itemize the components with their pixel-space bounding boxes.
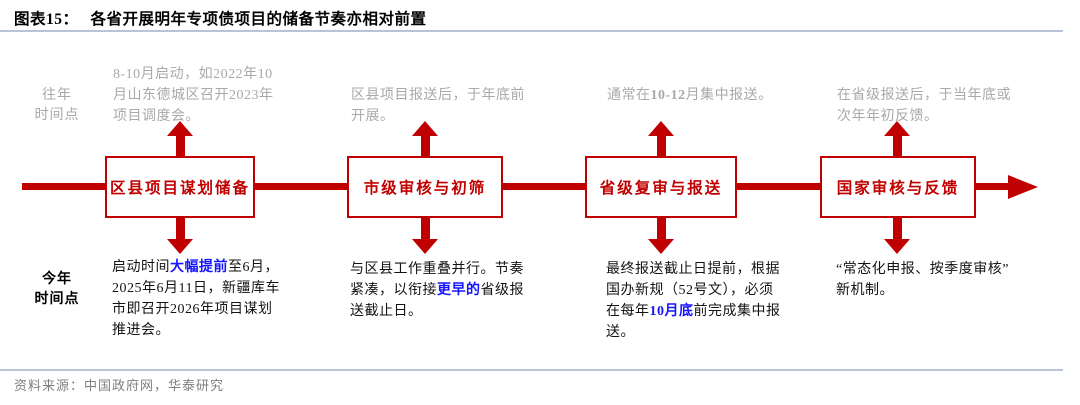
stage-3-label: 省级复审与报送 [599,180,723,197]
stage-2-current-note: 与区县工作重叠并行。节奏紧凑，以衔接更早的省级报送截止日。 [350,262,524,319]
stage-3-box: 省级复审与报送 [585,156,737,218]
stage-4-box: 国家审核与反馈 [820,156,976,218]
stage-2-label: 市级审核与初筛 [363,180,487,197]
stage-1-box: 区县项目谋划储备 [105,156,255,218]
stage-3-down-arrow-icon [648,217,674,254]
source-note: 资料来源：中国政府网，华泰研究 [14,378,225,393]
timeline-line [22,183,1012,190]
stage-3-up-arrow-icon [648,121,674,158]
stage-2-down-arrow-icon [412,217,438,254]
figure-title: 图表15： 各省开展明年专项债项目的储备节奏亦相对前置 [14,7,427,29]
title-divider [0,30,1063,32]
stage-1-down-arrow-icon [167,217,193,254]
timeline-arrowhead-icon [1008,175,1038,199]
stage-3-past-note: 通常在10-12月集中报送。 [607,88,773,103]
stage-4-current-note: “常态化申报、按季度审核” 新机制。 [836,262,1009,298]
stage-3-current-note: 最终报送截止日提前，根据国办新规（52号文），必须在每年10月底前完成集中报送。 [606,262,781,340]
stage-1-past-note: 8-10月启动，如2022年10月山东德城区召开2023年项目调度会。 [113,67,274,124]
stage-1-label: 区县项目谋划储备 [109,180,250,197]
stage-2-up-arrow-icon [412,121,438,158]
figure-number: 图表15： [14,11,79,28]
stage-4-up-arrow-icon [884,121,910,158]
stage-1-up-arrow-icon [167,121,193,158]
stage-4-past-note: 在省级报送后，于当年底或次年年初反馈。 [837,88,1011,124]
stage-4-label: 国家审核与反馈 [836,180,960,197]
stage-1-current-note: 启动时间大幅提前至6月，2025年6月11日，新疆库车市即召开2026年项目谋划… [112,260,280,338]
stage-4-down-arrow-icon [884,217,910,254]
figure-title-text: 各省开展明年专项债项目的储备节奏亦相对前置 [90,11,427,28]
row-label-past-years: 往年 时间点 [34,88,80,123]
row-label-current-year: 今年 时间点 [34,272,80,307]
stage-2-box: 市级审核与初筛 [347,156,503,218]
footer-divider [0,369,1063,371]
stage-2-past-note: 区县项目报送后，于年底前开展。 [351,88,525,124]
